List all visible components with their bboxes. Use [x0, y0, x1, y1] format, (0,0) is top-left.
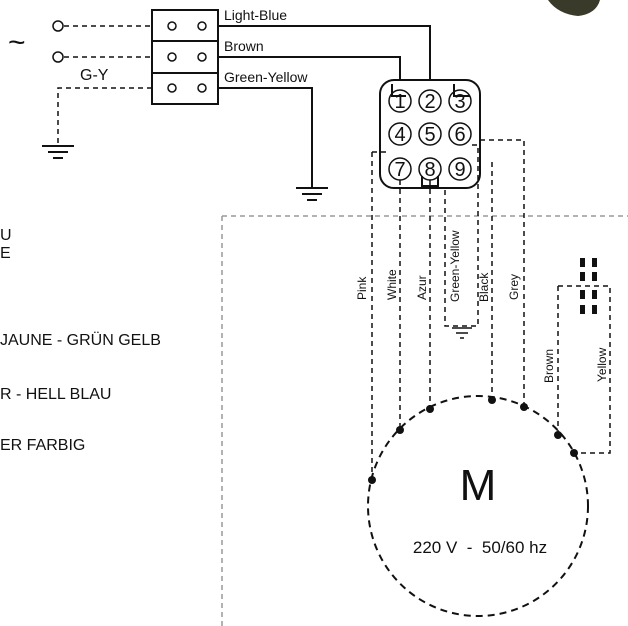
motor-terminal-dots [368, 396, 578, 484]
pin-2: 2 [424, 91, 435, 113]
pin-4: 4 [394, 124, 405, 146]
supply-terminals [52, 20, 64, 63]
terminal-label-green-yellow: Green-Yellow [224, 69, 308, 85]
pin-9: 9 [454, 159, 465, 181]
pin-5: 5 [424, 124, 435, 146]
terminal-block [151, 9, 219, 105]
lead-green-yellow [444, 144, 479, 327]
pin-8: 8 [424, 159, 435, 181]
wire-label-yellow: Yellow [595, 347, 609, 382]
terminal-label-brown: Brown [224, 38, 264, 54]
wire-label-pink: Pink [355, 276, 369, 300]
wire-label-black: Black [477, 272, 491, 302]
wire-label-azur: Azur [415, 275, 429, 300]
ground-symbol-right [296, 187, 328, 201]
ground-label: G-Y [80, 67, 109, 84]
pin-7: 7 [394, 159, 405, 181]
light-blue-wire [218, 25, 431, 88]
legend-fragment-2: E [0, 245, 11, 262]
terminal-label-light-blue: Light-Blue [224, 7, 287, 23]
pin-3: 3 [454, 91, 465, 113]
component-photo-fragment [548, 0, 600, 16]
pin-6: 6 [454, 124, 465, 146]
connector-jumpers [391, 84, 470, 187]
ground-symbol-inner [452, 327, 472, 339]
capacitor-symbol [580, 258, 597, 314]
legend-fragment-4: R - HELL BLAU [0, 386, 112, 403]
wire-label-green-yellow: Green-Yellow [448, 230, 462, 302]
motor-rating: 220 V - 50/60 hz [413, 538, 547, 557]
ac-supply-symbol: ~ [8, 26, 26, 59]
legend-fragment-5: ER FARBIG [0, 437, 86, 454]
lead-yellow [558, 285, 611, 454]
lead-pink [371, 151, 388, 480]
ground-symbol-left [42, 145, 74, 159]
wire-label-brown: Brown [542, 349, 556, 383]
green-yellow-wire [218, 87, 313, 188]
appliance-boundary [221, 215, 628, 626]
brown-wire [218, 56, 401, 88]
supply-dashed-leads [57, 25, 152, 146]
legend-fragment-3: JAUNE - GRÜN GELB [0, 332, 161, 349]
motor-symbol: M [460, 461, 497, 510]
motor-circle [367, 395, 589, 617]
legend-fragment-1: U [0, 227, 12, 244]
wire-label-white: White [385, 269, 399, 300]
pin-1: 1 [394, 91, 405, 113]
wire-label-grey: Grey [507, 274, 521, 300]
